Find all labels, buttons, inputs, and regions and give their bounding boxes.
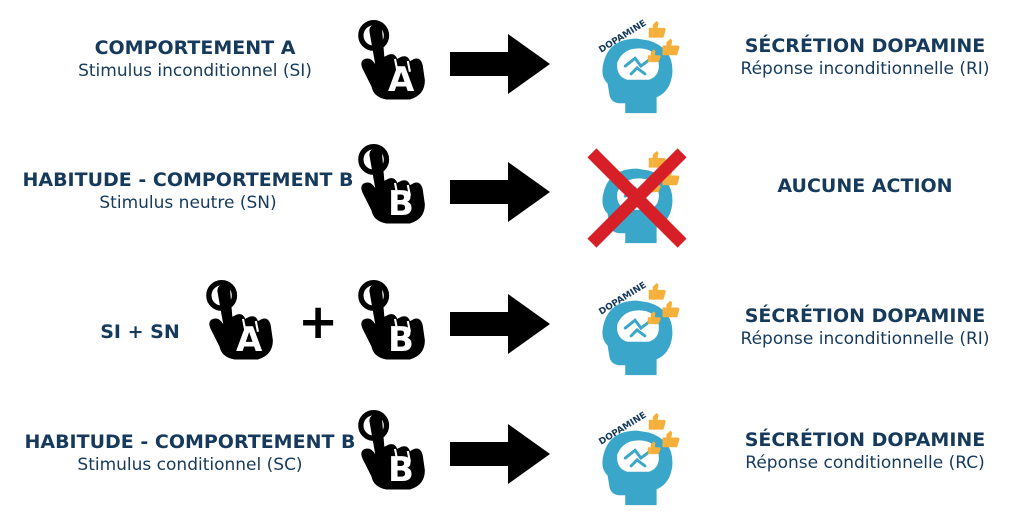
row3-title: SI + SN: [100, 321, 180, 343]
row4-title: HABITUDE - COMPORTEMENT B: [24, 431, 356, 453]
row2-right: AUCUNE ACTION: [705, 174, 1024, 198]
hand-letter: B: [388, 320, 414, 360]
hand-a-icon: A: [352, 12, 438, 108]
row1-right: SÉCRÉTION DOPAMINE Réponse inconditionne…: [705, 34, 1024, 80]
row3-result-subtitle: Réponse inconditionnelle (RI): [740, 329, 990, 349]
row1-left: COMPORTEMENT A Stimulus inconditionnel (…: [40, 36, 350, 82]
hand-b-icon: B: [352, 136, 438, 232]
row4-result-subtitle: Réponse conditionnelle (RC): [745, 453, 985, 473]
hand-letter: B: [388, 184, 414, 224]
row1-result-subtitle: Réponse inconditionnelle (RI): [740, 59, 990, 79]
brain-dopamine-icon: DOPAMINE: [588, 280, 686, 380]
row4-subtitle: Stimulus conditionnel (SC): [77, 455, 303, 475]
arrow-icon: [450, 162, 550, 222]
hand-b-icon: B: [352, 402, 438, 498]
hand-letter: A: [388, 60, 415, 100]
row3-result-title: SÉCRÉTION DOPAMINE: [744, 305, 986, 327]
row4-result-title: SÉCRÉTION DOPAMINE: [744, 429, 986, 451]
brain-dopamine-icon: DOPAMINE: [588, 410, 686, 510]
brain-dopamine-icon: DOPAMINE: [588, 18, 686, 118]
row4-right: SÉCRÉTION DOPAMINE Réponse conditionnell…: [705, 428, 1024, 474]
row2-title: HABITUDE - COMPORTEMENT B: [22, 169, 354, 191]
hand-a-icon: A: [200, 272, 286, 368]
arrow-icon: [450, 34, 550, 94]
hand-letter: A: [236, 320, 263, 360]
row2-subtitle: Stimulus neutre (SN): [99, 193, 277, 213]
row1-title: COMPORTEMENT A: [94, 37, 296, 59]
row4-left: HABITUDE - COMPORTEMENT B Stimulus condi…: [10, 430, 370, 476]
arrow-icon: [450, 294, 550, 354]
row3-right: SÉCRÉTION DOPAMINE Réponse inconditionne…: [705, 304, 1024, 350]
hand-b-icon: B: [352, 272, 438, 368]
row2-result-title: AUCUNE ACTION: [777, 175, 953, 197]
row1-result-title: SÉCRÉTION DOPAMINE: [744, 35, 986, 57]
plus-sign: +: [298, 294, 339, 350]
row1-subtitle: Stimulus inconditionnel (SI): [78, 61, 312, 81]
arrow-icon: [450, 424, 550, 484]
brain-dopamine-crossed-icon: [587, 148, 687, 248]
row3-left: SI + SN: [90, 320, 190, 344]
hand-letter: B: [388, 450, 414, 490]
row2-left: HABITUDE - COMPORTEMENT B Stimulus neutr…: [8, 168, 368, 214]
